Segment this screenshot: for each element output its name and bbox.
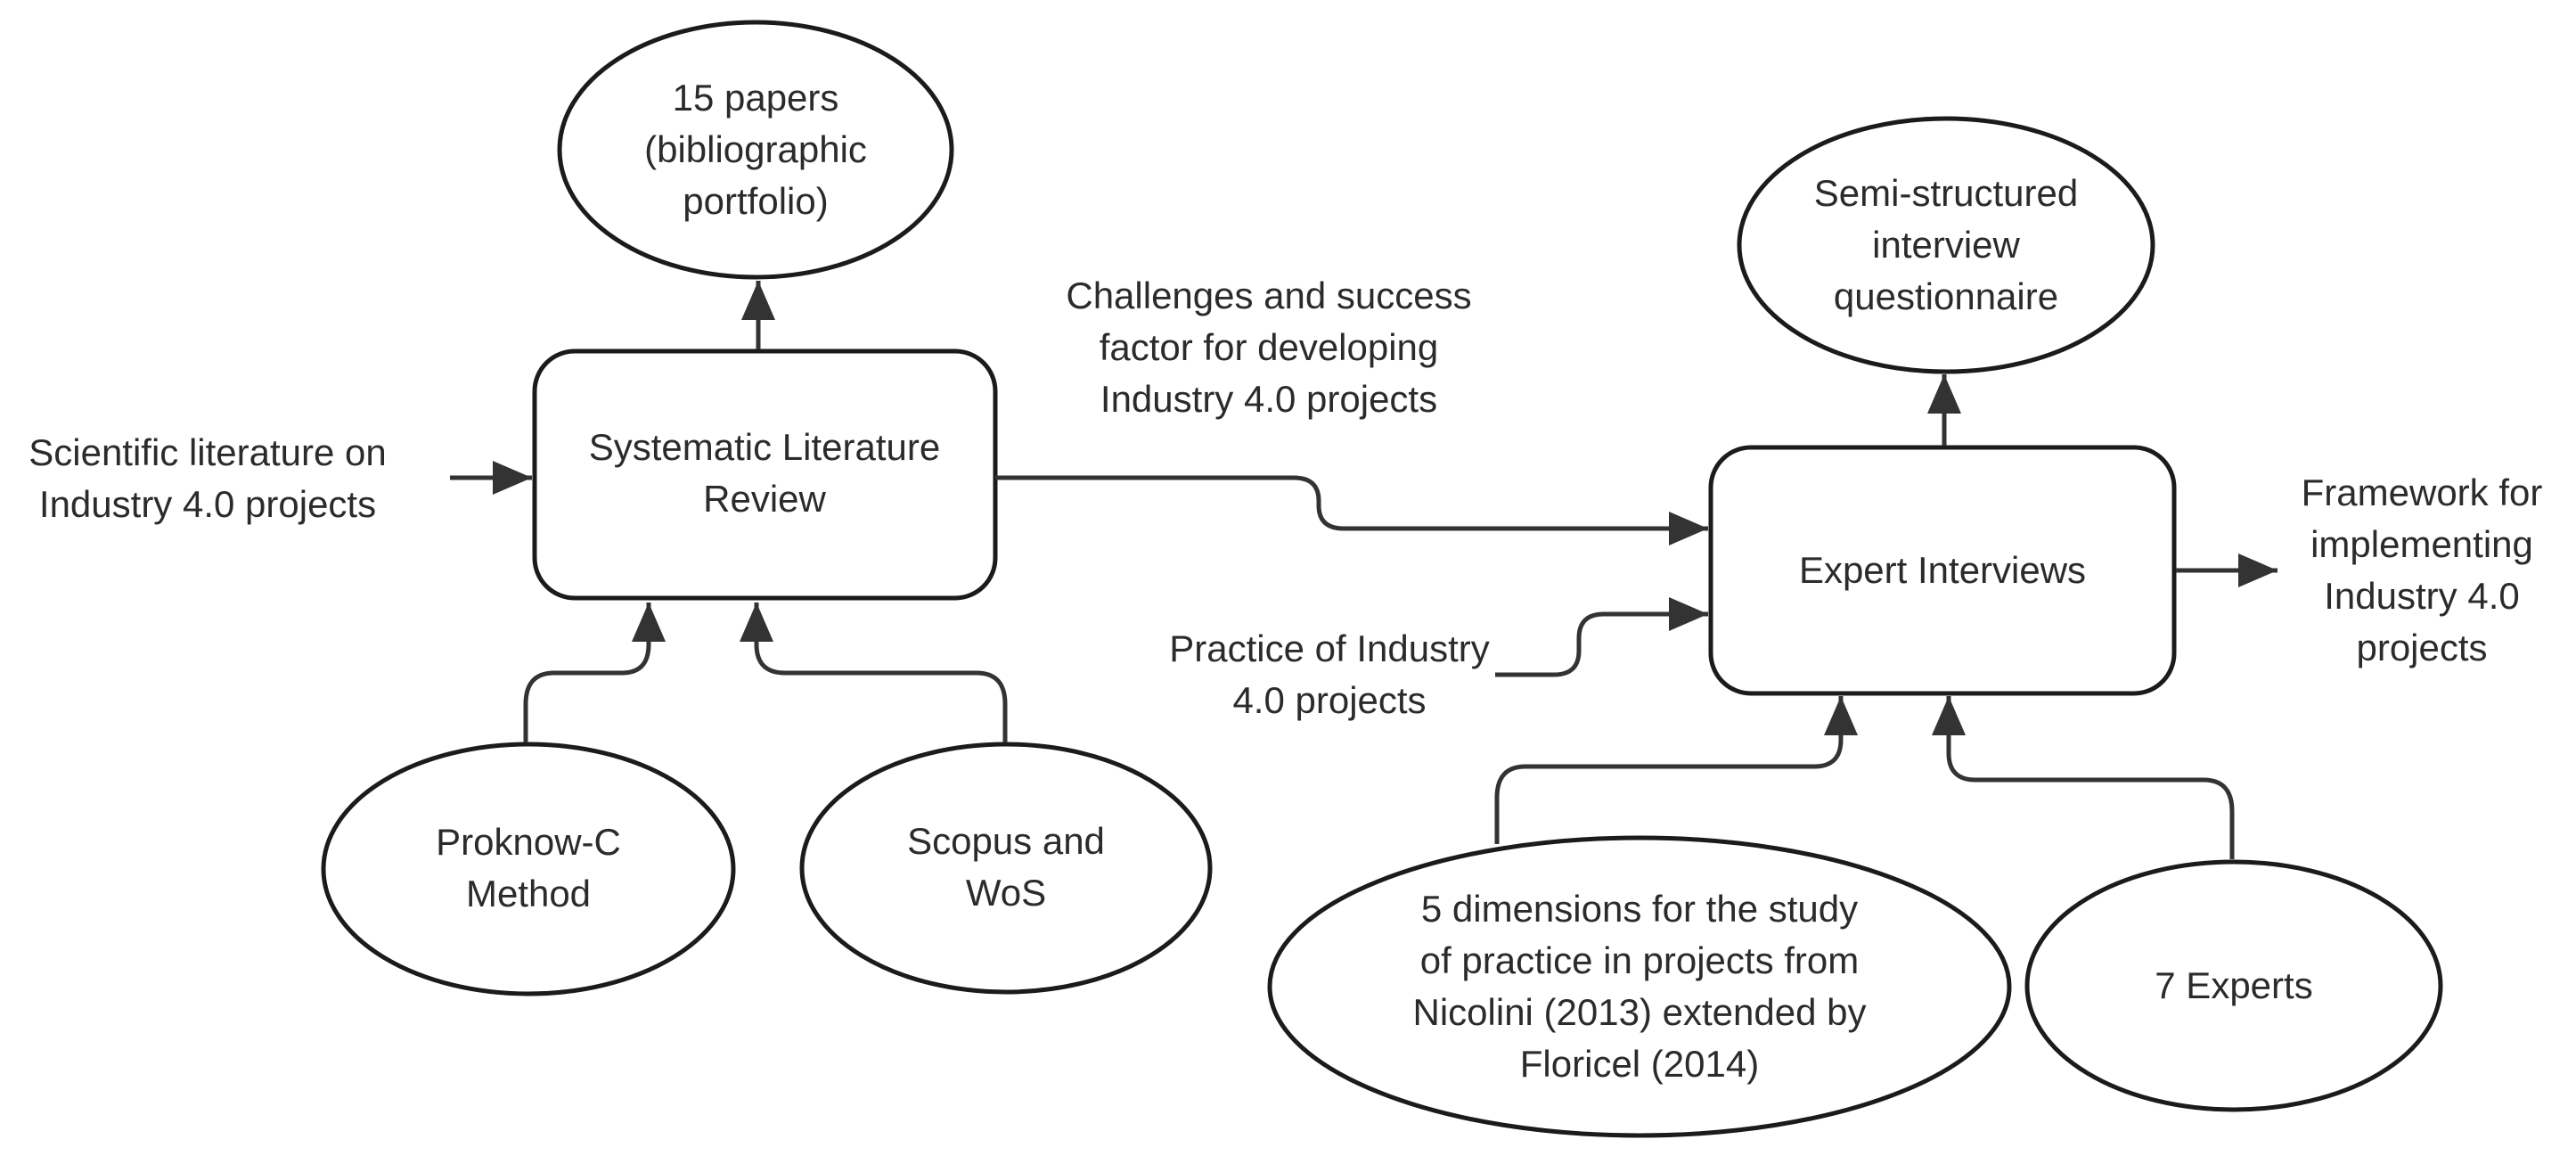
label-line: projects	[2356, 627, 2488, 668]
label-line: Nicolini (2013) extended by	[1412, 991, 1867, 1033]
ellipse-scopus-wos	[799, 742, 1213, 995]
label-line: Challenges and success	[1066, 275, 1472, 316]
label-line: Semi-structured	[1813, 172, 2079, 214]
node-label-semi-structured-questionnaire: Semi-structured interview questionnaire	[1768, 168, 2124, 323]
label-line: Expert Interviews	[1798, 549, 2087, 591]
label-line: Proknow-C	[436, 821, 621, 863]
label-line: Industry 4.0	[2324, 575, 2520, 617]
label-line: interview	[1872, 224, 2020, 266]
label-line: implementing	[2310, 523, 2533, 565]
label-line: Industry 4.0 projects	[38, 483, 377, 525]
label-line: Practice of Industry	[1169, 627, 1490, 669]
node-label-scopus-wos: Scopus and WoS	[828, 816, 1184, 919]
node-label-expert-interviews: Expert Interviews	[1720, 545, 2165, 596]
input-label-scientific-literature: Scientific literature on Industry 4.0 pr…	[3, 427, 413, 530]
output-label-framework: Framework for implementing Industry 4.0 …	[2244, 467, 2576, 674]
label-line: (bibliographic	[644, 128, 867, 170]
label-line: WoS	[965, 872, 1047, 914]
label-line: 15 papers	[672, 77, 839, 119]
label-line: Framework for	[2301, 471, 2543, 513]
ellipse-7-experts	[2024, 859, 2443, 1112]
edge-5-dimensions-to-expert-interviews	[1494, 696, 1858, 844]
ellipse-proknow-c-method	[321, 742, 736, 996]
ellipse-semi-structured-questionnaire	[1737, 116, 2155, 374]
node-label-15-papers: 15 papers (bibliographic portfolio)	[560, 72, 952, 227]
label-line: Method	[465, 873, 592, 914]
ellipse-15-papers	[557, 20, 954, 280]
node-label-proknow-c-method: Proknow-C Method	[350, 816, 707, 920]
label-line: of practice in projects from	[1419, 939, 1860, 981]
label-line: factor for developing	[1099, 326, 1439, 368]
label-line: Scopus and	[907, 820, 1105, 862]
edge-practice-to-expert-interviews	[1495, 597, 1708, 677]
label-line: 7 Experts	[2155, 964, 2313, 1006]
edge-slr-to-expert-interviews	[995, 475, 1708, 545]
label-line: Floricel (2014)	[1519, 1043, 1760, 1085]
rect-expert-interviews	[1708, 445, 2177, 696]
edge-label-challenges-success-factors: Challenges and success factor for develo…	[1037, 270, 1501, 425]
ellipse-5-dimensions	[1267, 835, 2012, 1138]
rect-systematic-literature-review	[532, 348, 998, 601]
node-label-5-dimensions: 5 dimensions for the study of practice i…	[1345, 883, 1934, 1090]
label-line: Industry 4.0 projects	[1100, 378, 1438, 420]
label-line: 5 dimensions for the study	[1420, 888, 1859, 930]
node-label-7-experts: 7 Experts	[2056, 960, 2412, 1012]
input-label-practice-of-industry: Practice of Industry 4.0 projects	[1151, 623, 1508, 726]
edge-proknow-to-slr	[523, 603, 666, 742]
label-line: Scientific literature on	[29, 431, 387, 473]
node-label-systematic-literature-review: Systematic Literature Review	[564, 422, 965, 525]
label-line: questionnaire	[1833, 275, 2059, 317]
label-line: 4.0 projects	[1232, 679, 1427, 721]
edge-7-experts-to-expert-interviews	[1932, 696, 2235, 859]
label-line: Systematic Literature	[588, 426, 941, 468]
label-line: portfolio)	[683, 180, 829, 222]
edge-scopus-to-slr	[740, 603, 1008, 742]
label-line: Review	[703, 478, 826, 520]
